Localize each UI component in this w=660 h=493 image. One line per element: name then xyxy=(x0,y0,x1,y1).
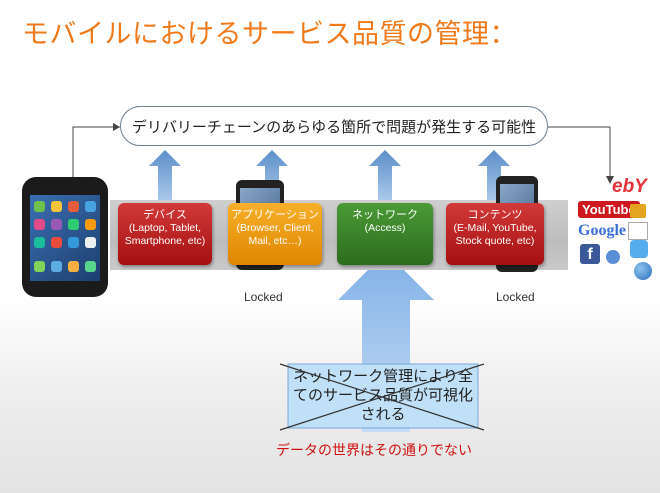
up-arrow-application xyxy=(256,150,288,200)
chain-box-title: アプリケーション xyxy=(231,209,319,221)
up-arrow-content xyxy=(478,150,510,200)
locked-label: Locked xyxy=(244,290,283,304)
messenger-icon xyxy=(606,250,620,264)
chain-box-application: アプリケーション (Browser, Client, Mail, etc…) xyxy=(228,203,322,265)
chart-app-icon xyxy=(628,222,648,240)
delivery-chain-bubble: デリバリーチェーンのあらゆる箇所で問題が発生する可能性 xyxy=(120,106,548,146)
chain-box-title: ネットワーク xyxy=(352,209,418,221)
left-connector-line xyxy=(72,126,120,178)
right-connector-arrowhead xyxy=(606,176,614,184)
chain-box-title: コンテンツ xyxy=(467,209,523,221)
ebay-logo: ebY xyxy=(612,176,647,197)
chain-box-sub: (Laptop, Tablet, Smartphone, etc) xyxy=(124,222,206,247)
up-arrow-network xyxy=(369,150,401,200)
chain-box-sub: (Access) xyxy=(364,222,406,234)
locked-label: Locked xyxy=(496,290,535,304)
chain-box-sub: (E-Mail, YouTube, Stock quote, etc) xyxy=(453,222,537,247)
lock-icon xyxy=(630,204,646,218)
chain-box-sub: (Browser, Client, Mail, etc…) xyxy=(236,222,314,247)
chain-box-title: デバイス xyxy=(143,209,187,221)
globe-icon xyxy=(634,262,652,280)
right-connector-line xyxy=(548,126,611,180)
twitter-logo xyxy=(630,240,648,258)
chain-box-content: コンテンツ (E-Mail, YouTube, Stock quote, etc… xyxy=(446,203,544,265)
google-logo: Google xyxy=(578,222,626,239)
up-arrow-device xyxy=(149,150,181,200)
reality-note: データの世界はその通りでない xyxy=(276,443,472,459)
facebook-logo: f xyxy=(580,244,600,264)
youtube-logo: YouTube xyxy=(578,201,640,218)
smartphone-icon xyxy=(22,177,108,297)
chain-box-network: ネットワーク (Access) xyxy=(337,203,433,265)
chain-box-device: デバイス (Laptop, Tablet, Smartphone, etc) xyxy=(118,203,212,265)
left-connector-arrowhead xyxy=(113,123,120,131)
page-title: モバイルにおけるサービス品質の管理： xyxy=(22,19,517,50)
network-claim-text: ネットワーク管理により全てのサービス品質が可視化される xyxy=(292,367,473,423)
